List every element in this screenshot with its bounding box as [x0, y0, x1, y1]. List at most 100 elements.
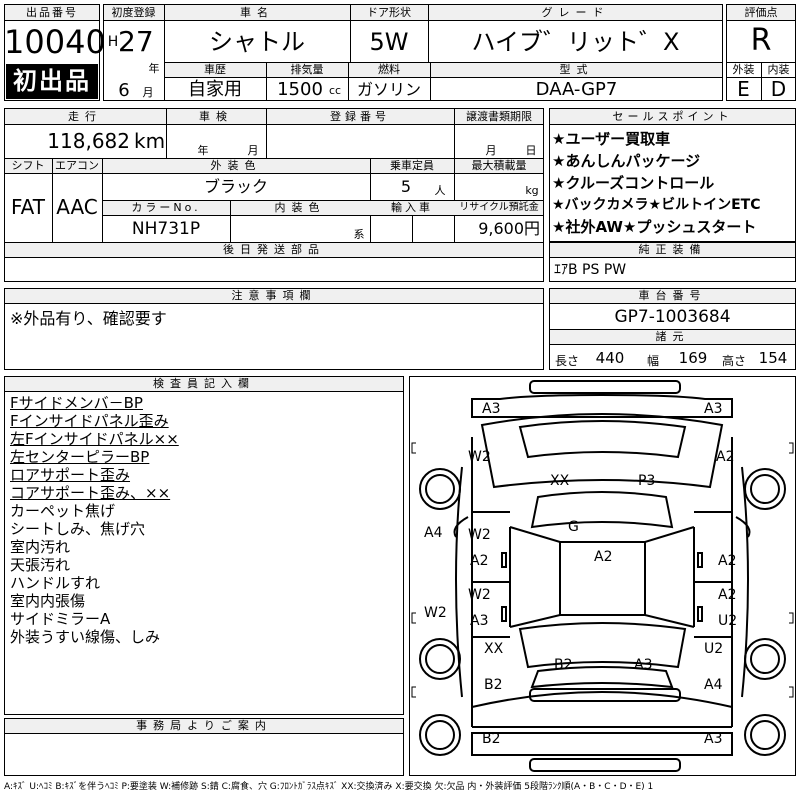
damage-mark: A2: [470, 553, 489, 569]
damage-mark: B2: [554, 657, 573, 673]
notes-label: 注意事項欄: [231, 289, 317, 302]
capacity-label: 乗車定員: [390, 159, 434, 172]
damage-mark: P3: [638, 473, 656, 489]
max-load-label: 最大積載量: [471, 159, 527, 172]
history-label: 車歴: [204, 63, 226, 76]
displacement-unit: cc: [328, 84, 342, 97]
sales-point: ★あんしんパッケージ: [552, 152, 701, 170]
damage-mark: A2: [718, 553, 737, 569]
damage-mark: G: [568, 519, 579, 535]
damage-mark: A3: [470, 613, 489, 629]
score: R: [750, 23, 772, 58]
model-label: 型式: [559, 63, 594, 76]
damage-mark: W2: [468, 587, 491, 603]
ac-label: エアコン: [55, 159, 99, 172]
recycle-label: リサイクル預託金: [459, 202, 539, 213]
damage-mark: U2: [704, 641, 724, 657]
inspector-line: 左Fインサイドパネル××: [10, 430, 179, 448]
inspector-line: Fインサイドパネル歪み: [10, 412, 169, 430]
office-label: 事務局よりご案内: [136, 719, 272, 732]
mileage-unit: km: [134, 129, 166, 153]
inspection-label: 車検: [199, 110, 233, 123]
car-diagram: A3 A3 W2 A2 XX P3 G A4 W2 A2 A2 A2 W2 W2…: [409, 376, 796, 776]
damage-mark: W2: [468, 449, 491, 465]
fuel-label: 燃料: [378, 63, 400, 76]
recycle-fee: 9,600円: [478, 219, 540, 238]
inspector-line: 左センターピラーBP: [10, 448, 150, 466]
transfer-month-unit: 月: [485, 144, 497, 157]
damage-mark: A4: [424, 525, 443, 541]
length-label: 長さ: [555, 354, 580, 368]
exterior-label: 外装: [732, 63, 755, 76]
inspection-year-unit: 年: [197, 144, 209, 157]
color-number-label: カラーNo.: [131, 201, 201, 214]
door-type: 5W: [369, 28, 409, 56]
damage-mark: A4: [704, 677, 723, 693]
grade-label: グレード: [541, 6, 610, 19]
first-listing-badge: 初出品: [6, 64, 98, 99]
door-label: ドア形状: [367, 6, 411, 19]
sales-point: ★社外AW★プッシュスタート: [552, 218, 757, 236]
damage-mark: A2: [716, 449, 735, 465]
exterior-grade: E: [737, 77, 750, 101]
transfer-deadline-label: 譲渡書類期限: [466, 110, 532, 123]
sales-point: ★クルーズコントロール: [552, 174, 715, 192]
lot-cell: [4, 4, 100, 101]
damage-mark: U2: [718, 613, 738, 629]
damage-mark: A3: [634, 657, 653, 673]
chassis-number: GP7-1003684: [614, 307, 731, 327]
sales-point: ★ユーザー買取車: [552, 130, 671, 148]
year-unit: 年: [148, 62, 160, 75]
era: H: [107, 34, 119, 50]
sales-points-label: セールスポイント: [612, 110, 733, 123]
inspector-line: 天張汚れ: [10, 556, 71, 574]
shift-label: シフト: [11, 159, 45, 172]
notes-text: ※外品有り、確認要す: [10, 309, 167, 328]
car-name-label: 車名: [240, 6, 274, 19]
grade: ハイブ゛リット゛X: [471, 28, 680, 56]
inspector-line: コアサポート歪み、××: [10, 484, 171, 502]
car-outline: [411, 380, 794, 772]
vehicle-history: 自家用: [188, 79, 242, 100]
displacement: 1500: [277, 79, 323, 100]
inspector-line: 外装うすい線傷、しみ: [10, 628, 161, 646]
genuine-equipment-label: 純正装備: [638, 243, 707, 256]
max-load-unit: kg: [525, 184, 539, 197]
ac-type: AAC: [56, 195, 98, 219]
damage-mark: XX: [484, 641, 504, 657]
damage-mark: A3: [704, 731, 723, 747]
first-registration-label: 初度登録: [111, 6, 156, 19]
fuel: ガソリン: [356, 80, 421, 99]
transfer-day-unit: 日: [525, 144, 537, 157]
registration-month: 6: [118, 80, 130, 101]
spec-top-grid: [103, 4, 723, 101]
lot-number: 10040: [4, 23, 106, 61]
chassis-label: 車台番号: [638, 289, 707, 302]
damage-mark: W2: [424, 605, 447, 621]
damage-mark: XX: [550, 473, 570, 489]
lot-number-label: 出品番号: [26, 6, 78, 19]
length: 440: [595, 349, 625, 367]
plate-label: 登録番号: [330, 110, 390, 123]
capacity-unit: 人: [434, 184, 446, 197]
mileage: 118,682: [47, 129, 130, 153]
width-label: 幅: [647, 354, 660, 368]
legend: A:ｷｽﾞ U:ﾍｺﾐ B:ｷｽﾞを伴うﾍｺﾐ P:要塗装 W:補修跡 S:錆 …: [4, 782, 654, 792]
height: 154: [758, 349, 788, 367]
sales-point: ★バックカメラ★ビルトインETC: [552, 197, 761, 213]
damage-mark: A3: [482, 401, 501, 417]
inspector-line: Fサイドメンバ－BP: [10, 394, 143, 412]
month-unit: 月: [142, 86, 154, 99]
interior-color-label: 内装色: [274, 201, 326, 214]
shift-type: FAT: [10, 195, 45, 219]
color-number: NH731P: [131, 219, 201, 239]
inspector-line: ロアサポート歪み: [10, 466, 131, 484]
damage-mark: B2: [484, 677, 503, 693]
displacement-label: 排気量: [290, 63, 324, 76]
exterior-color: ブラック: [203, 177, 268, 196]
later-parts-label: 後日発送部品: [223, 243, 325, 256]
inspector-line: シートしみ、焦げ穴: [10, 520, 146, 538]
width: 169: [678, 349, 708, 367]
exterior-color-label: 外装色: [210, 159, 262, 172]
import-label: 輸入車: [391, 201, 433, 214]
